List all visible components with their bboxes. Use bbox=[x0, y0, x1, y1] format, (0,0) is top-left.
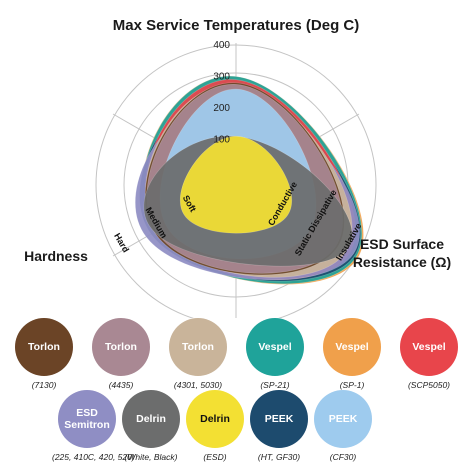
legend-series-name: PEEK bbox=[328, 413, 358, 425]
hardness-level-label: Hard bbox=[112, 231, 131, 254]
series-area-delrin-esd bbox=[179, 135, 293, 234]
legend-series-name: Delrin bbox=[200, 413, 230, 425]
legend-series-name: ESD Semitron bbox=[64, 407, 110, 431]
legend-item-vespel-scp5050: Vespel (SCP5050) bbox=[394, 318, 464, 390]
legend-item-peek-ht-gf30: PEEK (HT, GF30) bbox=[244, 390, 314, 462]
legend-item-delrin-esd: Delrin (ESD) bbox=[180, 390, 250, 462]
legend-swatch: Vespel bbox=[400, 318, 458, 376]
radar-chart: Max Service Temperatures (Deg C) 100 200 30… bbox=[24, 17, 451, 318]
legend-swatch: Delrin bbox=[186, 390, 244, 448]
legend-swatch: Torlon bbox=[169, 318, 227, 376]
legend-series-name: Vespel bbox=[258, 341, 292, 353]
legend-series-grade: (HT, GF30) bbox=[257, 452, 301, 462]
series-areas bbox=[135, 76, 364, 285]
legend-series-grade: (4435) bbox=[108, 380, 134, 390]
legend-series-name: Vespel bbox=[335, 341, 369, 353]
legend-series-grade: (SP-1) bbox=[339, 380, 365, 390]
legend-item-esd-semitron-225-410c-420-520: ESD Semitron (225, 410C, 420, 520) bbox=[52, 390, 135, 462]
legend-item-vespel-sp-1: Vespel (SP-1) bbox=[317, 318, 387, 390]
legend-item-torlon-4435: Torlon (4435) bbox=[86, 318, 156, 390]
esd-axis-title-line: ESD Surface bbox=[360, 236, 444, 252]
hardness-axis-title: Hardness bbox=[24, 248, 88, 264]
legend: Torlon (7130) Torlon (4435) Torlon (4301, 503… bbox=[0, 318, 474, 468]
legend-series-grade: (7130) bbox=[31, 380, 57, 390]
legend-series-name: Torlon bbox=[28, 341, 60, 353]
legend-series-grade: (ESD) bbox=[203, 452, 227, 462]
temperature-tick-label: 100 bbox=[213, 135, 230, 146]
axis-labels: Max Service Temperatures (Deg C) 100 200 30… bbox=[24, 17, 451, 270]
legend-item-torlon-7130: Torlon (7130) bbox=[9, 318, 79, 390]
legend-swatch: ESD Semitron bbox=[58, 390, 116, 448]
legend-swatch: Vespel bbox=[323, 318, 381, 376]
legend-swatch: Torlon bbox=[15, 318, 73, 376]
legend-series-grade: (4301, 5030) bbox=[173, 380, 223, 390]
temperature-tick-label: 300 bbox=[213, 72, 230, 83]
temperature-tick-label: 200 bbox=[213, 103, 230, 114]
esd-axis-title-line: Resistance (Ω) bbox=[353, 254, 451, 270]
legend-item-peek-cf30: PEEK (CF30) bbox=[308, 390, 378, 462]
legend-swatch: PEEK bbox=[314, 390, 372, 448]
legend-series-name: Torlon bbox=[182, 341, 214, 353]
legend-series-grade: (SP-21) bbox=[260, 380, 290, 390]
legend-series-name: Torlon bbox=[105, 341, 137, 353]
legend-swatch: PEEK bbox=[250, 390, 308, 448]
legend-series-grade: (CF30) bbox=[329, 452, 357, 462]
legend-series-grade: (White, Black) bbox=[124, 452, 178, 462]
legend-item-torlon-4301-5030: Torlon (4301, 5030) bbox=[163, 318, 233, 390]
legend-swatch: Vespel bbox=[246, 318, 304, 376]
temperature-tick-label: 400 bbox=[213, 40, 230, 51]
legend-series-name: PEEK bbox=[264, 413, 294, 425]
legend-swatch: Delrin bbox=[122, 390, 180, 448]
legend-series-name: Delrin bbox=[136, 413, 166, 425]
temperature-axis-title: Max Service Temperatures (Deg C) bbox=[113, 17, 359, 34]
legend-item-vespel-sp-21: Vespel (SP-21) bbox=[240, 318, 310, 390]
legend-swatch: Torlon bbox=[92, 318, 150, 376]
legend-item-delrin-white-black: Delrin (White, Black) bbox=[116, 390, 186, 462]
legend-series-name: Vespel bbox=[412, 341, 446, 353]
legend-series-grade: (225, 410C, 420, 520) bbox=[52, 452, 135, 462]
legend-series-grade: (SCP5050) bbox=[407, 380, 451, 390]
